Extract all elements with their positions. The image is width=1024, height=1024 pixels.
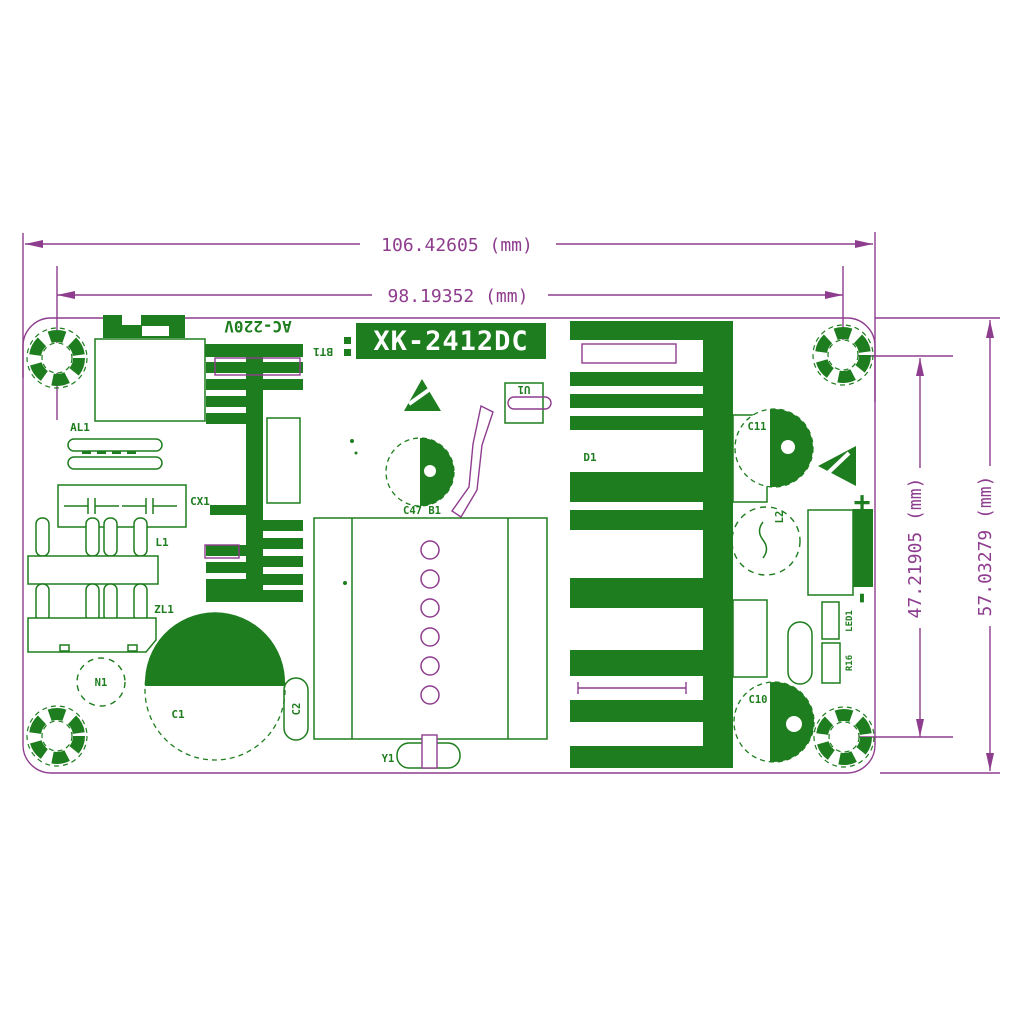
ac-input-label: AC-220V xyxy=(224,317,292,336)
r16-outline xyxy=(821,642,841,684)
board-title: XK-2412DC xyxy=(373,326,528,357)
c47-dot xyxy=(424,465,436,477)
l2-label: L2 xyxy=(774,511,786,524)
component-outline xyxy=(787,621,813,685)
arrow-up-icon xyxy=(916,358,924,376)
c10-label: C10 xyxy=(749,694,768,706)
component-outline xyxy=(732,599,768,678)
minus-mark: - xyxy=(847,590,880,607)
dimension-lines: 106.42605 (mm) 98.19352 (mm) 47.21905 (m… xyxy=(22,232,1000,774)
c2-label: C2 xyxy=(291,703,303,716)
plus-mark: + xyxy=(854,485,871,518)
transformer xyxy=(313,517,548,740)
board-title-box xyxy=(356,323,546,359)
dim-board-width: 106.42605 (mm) xyxy=(381,235,533,256)
y1-pad xyxy=(421,734,438,769)
component-outline xyxy=(266,417,301,504)
title-tick xyxy=(344,337,351,344)
dim-text-bg xyxy=(360,233,556,255)
title-tick xyxy=(344,349,351,356)
silkscreen-dot xyxy=(354,451,358,455)
zl1-outline xyxy=(27,617,157,653)
c11-label: C11 xyxy=(748,421,767,433)
esd-warning-icon xyxy=(404,379,441,411)
dim-text-bg xyxy=(372,284,548,306)
al1-label: AL1 xyxy=(70,421,90,434)
capacitor-symbol xyxy=(122,498,177,514)
bt1-outline xyxy=(214,357,301,376)
output-terminal-outline xyxy=(807,509,854,596)
dim-text-bg xyxy=(976,466,993,626)
arrow-up-icon xyxy=(986,320,994,338)
mounting-hole-bottom-left xyxy=(27,706,87,766)
dim-board-height: 57.03279 (mm) xyxy=(975,476,996,617)
led1-label: LED1 xyxy=(845,610,855,632)
component-outline xyxy=(577,682,687,694)
dim-hole-span-height: 47.21905 (mm) xyxy=(905,478,926,619)
u1-pad xyxy=(507,396,552,410)
mounting-hole-bottom-right xyxy=(814,707,874,767)
zl1-foot xyxy=(59,644,70,652)
heatsink-right xyxy=(570,321,733,768)
arrow-down-icon xyxy=(986,753,994,771)
dim-text-bg xyxy=(906,468,923,628)
dim-hole-span-width: 98.19352 (mm) xyxy=(388,286,529,307)
c47-fill xyxy=(420,438,454,506)
ac-input-pads xyxy=(103,315,185,338)
mounting-hole-top-left xyxy=(27,328,87,388)
c1-label: C1 xyxy=(171,708,185,721)
esd-warning-icon xyxy=(818,446,856,486)
c2-outline xyxy=(283,677,309,741)
component-outline xyxy=(581,343,677,364)
arrow-left-icon xyxy=(57,291,75,299)
cx1-label: CX1 xyxy=(190,495,210,508)
trace-outline xyxy=(451,404,494,518)
y1-label: Y1 xyxy=(382,753,395,765)
arrow-right-icon xyxy=(825,291,843,299)
zl1-label: ZL1 xyxy=(154,603,174,616)
l2-outline xyxy=(731,506,801,576)
silkscreen-dot xyxy=(343,581,347,585)
l2-squiggle xyxy=(758,521,768,559)
c10-dot xyxy=(786,716,802,732)
led1-outline xyxy=(821,601,840,640)
l1-label: L1 xyxy=(155,536,169,549)
arrow-down-icon xyxy=(916,719,924,737)
al1-fuse xyxy=(67,438,163,470)
n1-label: N1 xyxy=(95,677,108,689)
c1-fill xyxy=(145,612,285,686)
mounting-hole-top-right xyxy=(813,325,873,385)
silkscreen-dot xyxy=(350,439,354,443)
capacitor-symbol xyxy=(64,498,119,514)
component-outline xyxy=(204,544,240,559)
ac-terminal-block xyxy=(94,338,206,422)
c47-label: C47 B1 xyxy=(403,505,441,517)
c11-dot xyxy=(781,440,795,454)
pcb-board-outline xyxy=(22,317,876,774)
u1-label: U1 xyxy=(518,383,531,395)
l1-choke xyxy=(27,517,159,623)
bt1-label: BT1 xyxy=(313,345,333,358)
n1-outline xyxy=(76,657,126,707)
zl1-foot xyxy=(127,644,138,652)
u1-outline xyxy=(504,382,544,424)
d1-label: D1 xyxy=(583,451,597,464)
r16-label: R16 xyxy=(845,655,855,671)
arrow-right-icon xyxy=(855,240,873,248)
arrow-left-icon xyxy=(25,240,43,248)
heatsink-left xyxy=(205,344,303,602)
output-pad xyxy=(853,509,873,587)
